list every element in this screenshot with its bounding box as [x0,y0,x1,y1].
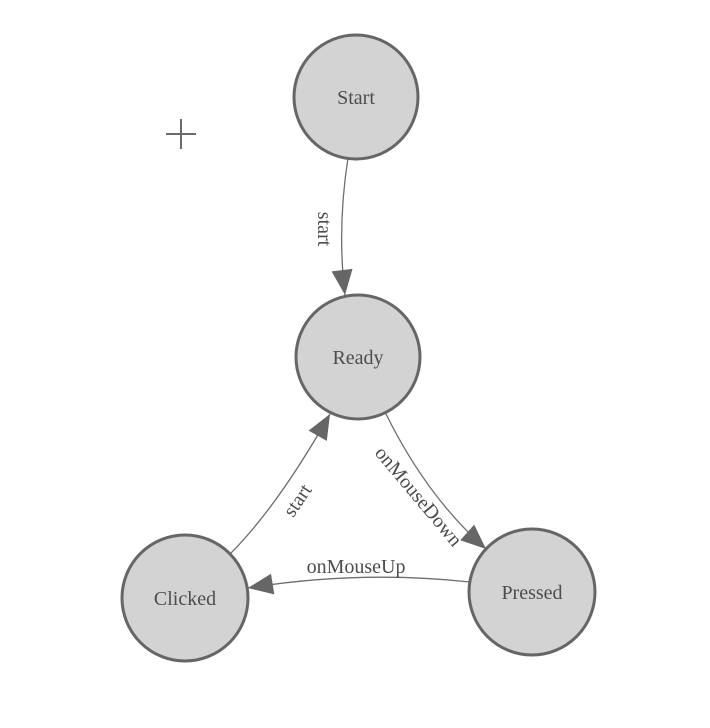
node-ready-circle[interactable] [294,293,422,421]
node-clicked-circle[interactable] [120,533,250,663]
arrowhead-start-to-ready [331,268,353,295]
node-ready[interactable]: Ready [294,293,422,421]
node-pressed-circle[interactable] [467,527,597,657]
node-clicked[interactable]: Clicked [120,533,250,663]
arrowhead-pressed-to-clicked [248,573,275,595]
node-start[interactable]: Start [292,33,420,161]
node-pressed[interactable]: Pressed [467,527,597,657]
node-start-circle[interactable] [292,33,420,161]
arrowhead-clicked-to-ready [308,414,330,441]
edge-label-ready-to-pressed: onMouseDown [370,442,466,551]
arrowhead-ready-to-pressed [460,524,486,549]
edge-label-start-to-ready: start [313,212,335,247]
edge-clicked-to-ready[interactable] [229,413,331,555]
crosshair-marker [166,119,196,149]
edge-pressed-to-clicked[interactable] [247,576,471,589]
edge-label-pressed-to-clicked: onMouseUp [307,556,406,578]
